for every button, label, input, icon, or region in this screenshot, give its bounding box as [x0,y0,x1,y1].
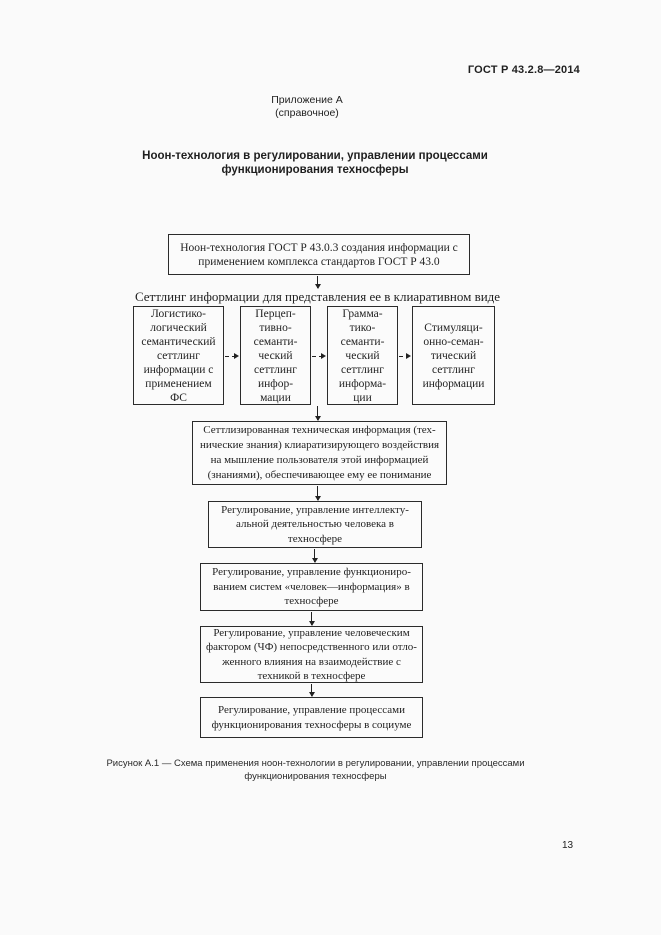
flowchart-box-noon-technology: Ноон-технология ГОСТ Р 43.0.3 создания и… [168,234,470,275]
flowchart-box-settlized-information: Сеттлизированная техническая информация … [192,421,447,485]
arrow-down-icon [315,406,321,421]
arrow-down-icon [309,612,315,626]
annex-label: Приложение А [271,94,343,106]
flowchart-box-regulation-human-factor: Регулирование, управление человеческим ф… [200,626,423,683]
flowchart-box-logistic-semantic-settling: Логистико- логический семантический сетт… [133,306,224,405]
flowchart-box-grammatical-semantic-settling: Грамма- тико- семанти- ческий сеттлинг и… [327,306,398,405]
standard-number-header: ГОСТ Р 43.2.8—2014 [467,64,580,76]
arrow-down-icon [312,549,318,563]
figure-caption: Рисунок А.1 — Схема применения ноон-техн… [106,758,525,782]
page-number: 13 [562,840,574,851]
flowchart-box-regulation-human-information-systems: Регулирование, управление функциониро- в… [200,563,423,611]
arrow-right-icon [225,352,239,360]
flowchart-box-regulation-technosphere-processes: Регулирование, управление процессами фун… [200,697,423,738]
annex-heading: Приложение А (справочное) [0,94,614,120]
arrow-right-icon [312,352,326,360]
settling-row-heading: Сеттлинг информации для представления ее… [134,289,501,304]
arrow-down-icon [315,276,321,289]
flowchart-box-perceptive-semantic-settling: Перцеп- тивно- семанти- ческий сеттлинг … [240,306,311,405]
section-title: Ноон-технология в регулировании, управле… [142,150,488,176]
arrow-down-icon [315,486,321,501]
flowchart-box-stimulation-semantic-settling: Стимуляци- онно-семан- тический сеттлинг… [412,306,495,405]
arrow-down-icon [309,684,315,697]
arrow-right-icon [399,352,411,360]
flowchart-box-regulation-intellectual-activity: Регулирование, управление интеллекту- ал… [208,501,422,548]
annex-type-label: (справочное) [275,107,339,119]
